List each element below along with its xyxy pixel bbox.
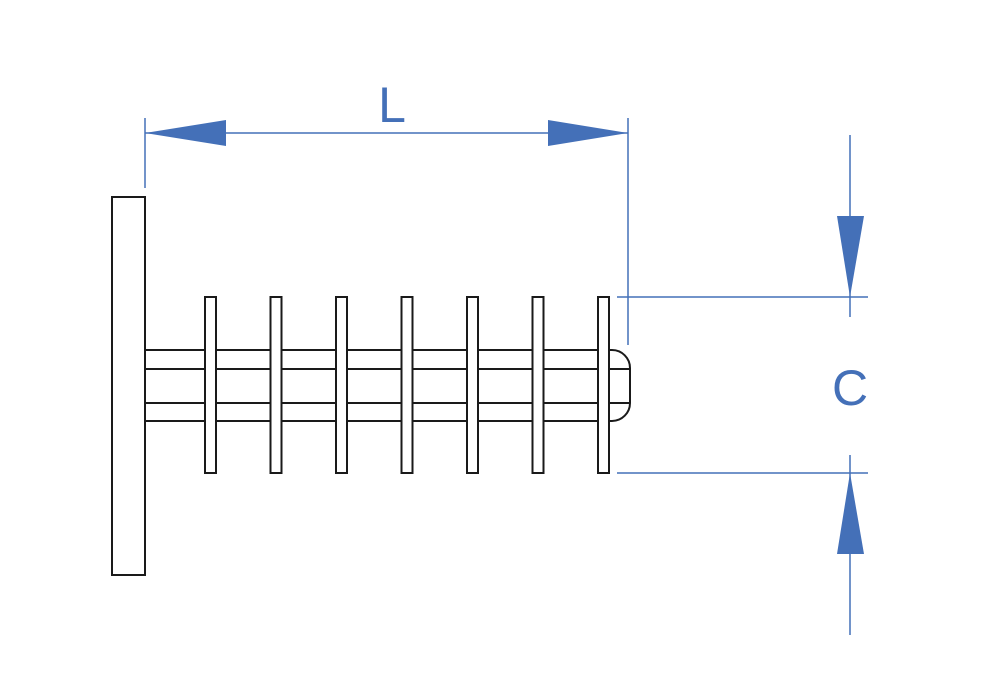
fin [531,296,545,474]
arrow-down-icon [837,216,864,297]
arrow-right-icon [548,120,628,146]
arrow-up-icon [837,473,864,554]
fins [204,296,610,474]
arrow-left-icon [145,120,226,146]
fin [466,296,479,474]
shaft [144,349,631,422]
fin [204,296,217,474]
fin [269,296,283,474]
head-plate [111,196,146,576]
dimension-annotations [144,118,868,635]
clearance-label: C [832,360,868,416]
fin [400,296,414,474]
fastener-part [111,196,631,576]
fin [335,296,348,474]
fin [597,296,610,474]
length-label: L [378,77,406,133]
